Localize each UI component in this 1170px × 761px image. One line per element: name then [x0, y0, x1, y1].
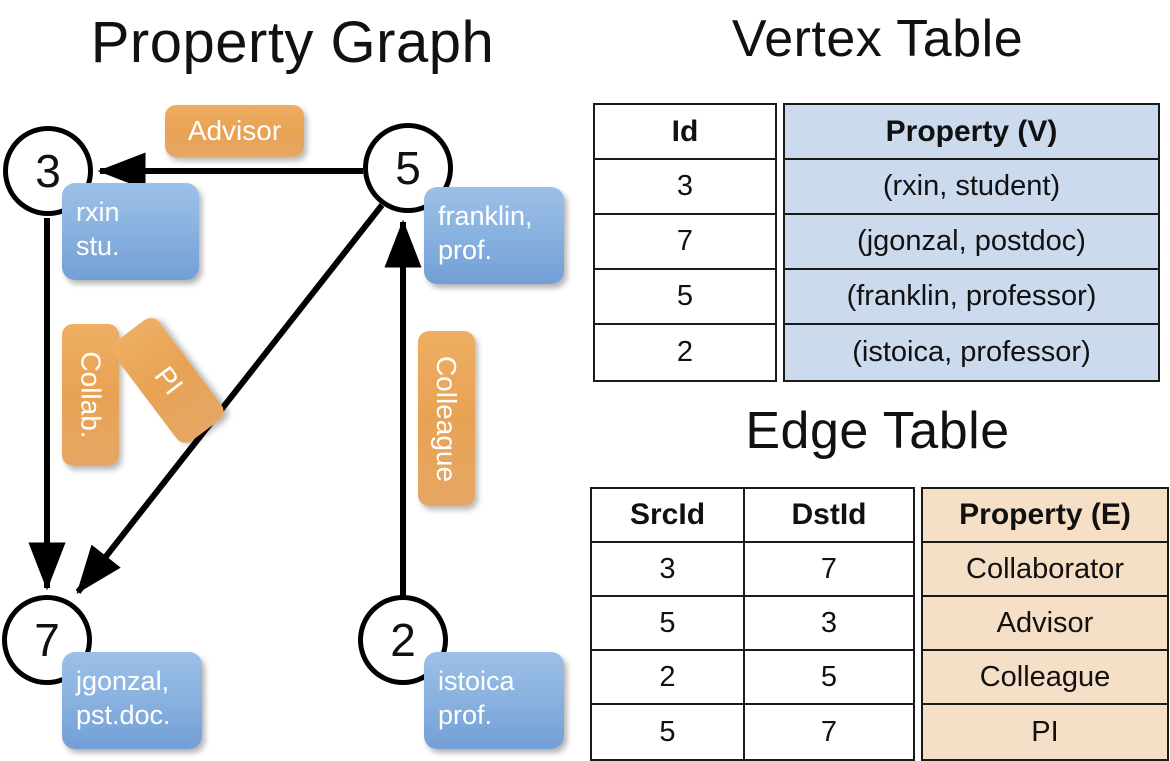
edge-label-advisor: Advisor [165, 105, 304, 157]
edge-table-header-dstid: DstId [745, 489, 913, 543]
vertex-table-column-property: Property (V) (rxin, student) (jgonzal, p… [783, 103, 1160, 382]
edge-table-cell-property: Colleague [923, 651, 1167, 705]
edge-5-to-7-pi [75, 203, 385, 594]
page-title-property-graph: Property Graph [90, 10, 495, 75]
vertex-property-line-1: istoica [438, 666, 515, 696]
graph-node-5[interactable]: 5 [363, 123, 453, 213]
vertex-property-callout-5: franklin, prof. [424, 187, 564, 284]
edge-table-cell-dstid: 7 [820, 715, 838, 748]
graph-node-2[interactable]: 2 [358, 595, 448, 685]
edge-table-column-property: Property (E) Collaborator Advisor Collea… [921, 487, 1169, 761]
vertex-table: Id 3 7 5 2 Property (V) (rxin, student) … [593, 103, 1160, 382]
edge-label-collab-text: Collab. [75, 351, 107, 439]
vertex-table-cell-id: 7 [595, 215, 775, 270]
edge-table-cell-dstid: 5 [745, 651, 913, 705]
edge-table-cell-property: Collaborator [923, 543, 1167, 597]
vertex-property-line-2: stu. [76, 231, 120, 261]
vertex-property-callout-7: jgonzal, pst.doc. [62, 652, 202, 749]
vertex-table-cell-property: (istoica, professor) [852, 336, 1091, 368]
vertex-table-cell-property: (rxin, student) [785, 160, 1158, 215]
vertex-property-line-1: franklin, [438, 201, 533, 231]
edge-table-header-srcid: SrcId [592, 489, 743, 543]
vertex-table-header-id: Id [595, 105, 775, 160]
graph-edges-svg [28, 152, 422, 596]
edge-label-advisor-text: Advisor [187, 115, 282, 146]
edge-table: SrcId 3 5 2 5 DstId 7 3 5 7 Property (E)… [590, 487, 1169, 761]
page-title-vertex-table: Vertex Table [731, 10, 1024, 68]
page-title-edge-table: Edge Table [745, 402, 1010, 460]
vertex-property-line-1: jgonzal, [76, 666, 170, 696]
edge-label-collab: Collab. [62, 324, 119, 466]
vertex-table-cell-id: 3 [595, 160, 775, 215]
vertex-property-callout-3: rxin stu. [62, 183, 199, 280]
edge-table-cell-dstid: 3 [745, 597, 913, 651]
edge-label-pi-text: PI [148, 360, 189, 401]
vertex-table-cell-property: (jgonzal, postdoc) [785, 215, 1158, 270]
vertex-table-header-property: Property (V) [785, 105, 1158, 160]
vertex-property-line-1: rxin [76, 197, 120, 227]
edge-table-cell-srcid: 2 [592, 651, 743, 705]
property-graph-panel: Property Graph 3 5 7 2 rxin stu. frankli… [0, 0, 585, 760]
edge-label-colleague-text: Colleague [431, 355, 463, 482]
edge-table-cell-dstid: 7 [745, 543, 913, 597]
vertex-property-line-2: pst.doc. [76, 700, 171, 730]
edge-table-column-srcid: SrcId 3 5 2 5 [590, 487, 745, 761]
edge-table-cell-srcid: 3 [592, 543, 743, 597]
edge-table-cell-property: Advisor [923, 597, 1167, 651]
vertex-table-cell-id: 2 [676, 336, 694, 368]
vertex-table-column-id: Id 3 7 5 2 [593, 103, 777, 382]
edge-table-header-property: Property (E) [923, 489, 1167, 543]
edge-table-column-dstid: DstId 7 3 5 7 [743, 487, 915, 761]
edge-table-cell-srcid: 5 [592, 597, 743, 651]
vertex-table-cell-id: 5 [595, 270, 775, 325]
edge-label-colleague: Colleague [418, 331, 475, 506]
vertex-property-line-2: prof. [438, 700, 493, 730]
vertex-property-line-2: prof. [438, 235, 493, 265]
edge-table-cell-srcid: 5 [659, 715, 676, 748]
vertex-table-cell-property: (franklin, professor) [785, 270, 1158, 325]
vertex-property-callout-2: istoica prof. [424, 652, 564, 749]
edge-table-cell-property: PI [1031, 715, 1059, 748]
